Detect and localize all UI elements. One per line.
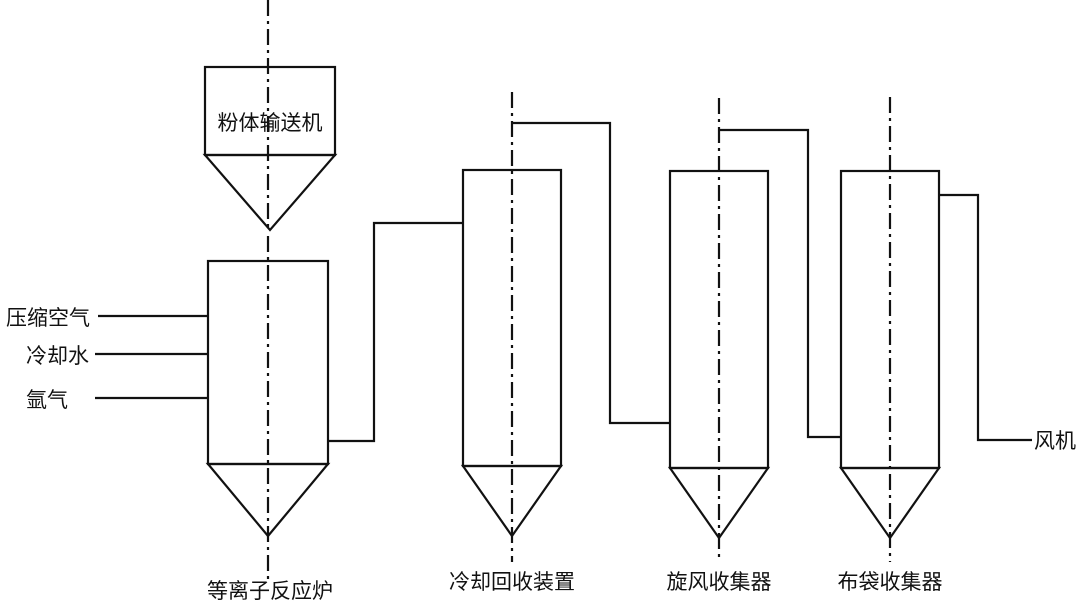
pipe-baghouse-to-fan <box>939 193 1032 442</box>
bag-collector: 布袋收集器 <box>838 97 943 594</box>
bag-collector-label: 布袋收集器 <box>838 570 943 594</box>
compressed-air-label: 压缩空气 <box>6 306 90 330</box>
pipe-reactor-to-cooler <box>328 221 463 443</box>
powder-feeder-label: 粉体输送机 <box>218 111 323 135</box>
reactor-inputs: 压缩空气 冷却水 氩气 <box>6 306 208 412</box>
plasma-reactor-label: 等离子反应炉 <box>207 579 333 603</box>
cooling-water-label: 冷却水 <box>26 344 89 368</box>
argon-label: 氩气 <box>26 388 68 412</box>
pipe-cyclone-to-baghouse <box>719 128 841 439</box>
pipe-cooler-to-cyclone <box>512 121 670 425</box>
cyclone-collector: 旋风收集器 <box>667 98 772 594</box>
cooling-recovery-label: 冷却回收装置 <box>449 570 575 594</box>
powder-feeder: 粉体输送机 <box>202 0 338 232</box>
plasma-reactor: 等离子反应炉 <box>205 236 333 603</box>
cooling-recovery-unit: 冷却回收装置 <box>449 92 575 594</box>
cyclone-collector-label: 旋风收集器 <box>667 570 772 594</box>
fan-label: 风机 <box>1034 429 1076 453</box>
